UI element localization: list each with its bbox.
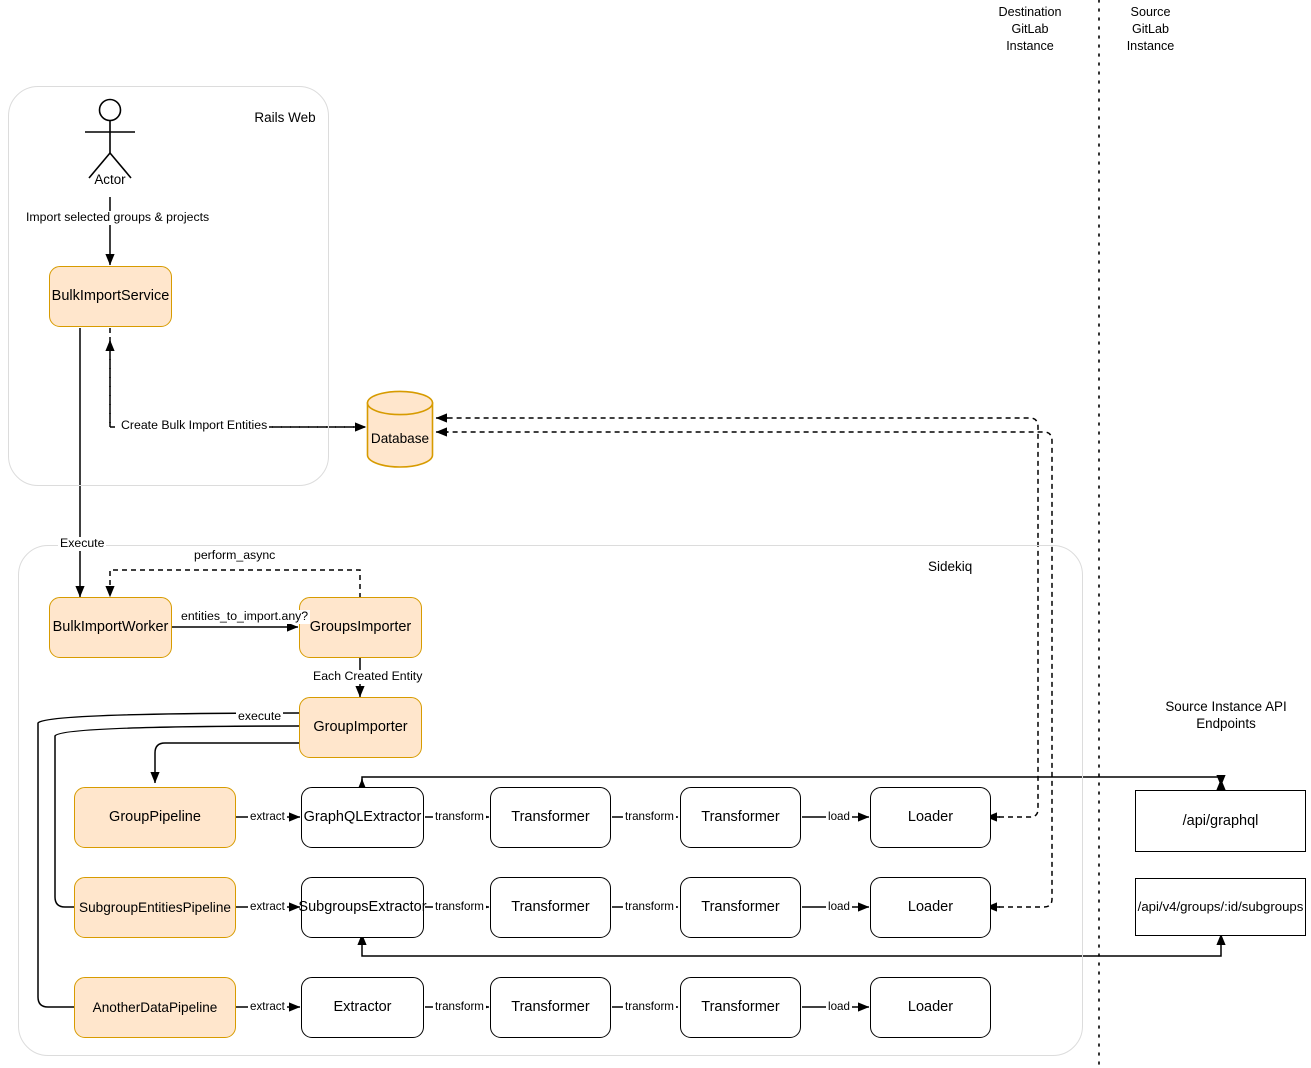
node-group-importer[interactable]: GroupImporter [299, 697, 422, 758]
node-row3-transformer-a[interactable]: Transformer [490, 977, 611, 1038]
edge-label-import-selected: Import selected groups & projects [24, 210, 212, 225]
edge-label-transform-3a: transform [433, 1000, 486, 1014]
edge-label-each-created-entity: Each Created Entity [311, 669, 425, 684]
node-row3-transformer-b[interactable]: Transformer [680, 977, 801, 1038]
database-label: Database [370, 431, 430, 446]
node-row2-loader[interactable]: Loader [870, 877, 991, 938]
edge-label-transform-2a: transform [433, 900, 486, 914]
edge-label-transform-3b: transform [623, 1000, 676, 1014]
node-subgroups-extractor[interactable]: SubgroupsExtractor [298, 877, 427, 938]
node-groups-importer[interactable]: GroupsImporter [299, 597, 422, 658]
edge-label-execute-pipeline: execute [236, 709, 284, 724]
actor-label: Actor [94, 172, 126, 187]
actor [60, 98, 160, 190]
edge-label-execute: Execute [58, 536, 107, 551]
edge-label-extract-2: extract [248, 900, 287, 914]
node-api-graphql[interactable]: /api/graphql [1135, 790, 1306, 852]
source-api-endpoints-label: Source Instance API Endpoints [1165, 699, 1287, 731]
edge-label-extract-1: extract [248, 810, 287, 824]
sidekiq-container [18, 545, 1083, 1056]
node-subgroup-entities-pipeline[interactable]: SubgroupEntitiesPipeline [74, 877, 236, 938]
edge-label-load-3: load [826, 1000, 852, 1014]
edge-label-entities-any: entities_to_import.any? [179, 609, 311, 624]
node-another-data-pipeline[interactable]: AnotherDataPipeline [74, 977, 236, 1038]
node-extractor[interactable]: Extractor [301, 977, 424, 1038]
edge-label-load-1: load [826, 810, 852, 824]
node-database[interactable]: Database [366, 390, 434, 468]
rails-web-label: Rails Web [254, 110, 316, 125]
node-row1-transformer-a[interactable]: Transformer [490, 787, 611, 848]
node-row3-loader[interactable]: Loader [870, 977, 991, 1038]
edge-label-load-2: load [826, 900, 852, 914]
edge-label-perform-async: perform_async [192, 548, 278, 563]
node-row2-transformer-a[interactable]: Transformer [490, 877, 611, 938]
edge-label-transform-1b: transform [623, 810, 676, 824]
node-graphql-extractor[interactable]: GraphQLExtractor [301, 787, 424, 848]
destination-instance-label: Destination GitLab Instance [998, 5, 1062, 53]
node-bulk-import-service[interactable]: BulkImportService [49, 266, 172, 327]
node-bulk-import-worker[interactable]: BulkImportWorker [49, 597, 172, 658]
database-cylinder-icon [366, 390, 434, 468]
node-api-subgroups[interactable]: /api/v4/groups/:id/subgroups [1135, 878, 1306, 936]
sidekiq-label: Sidekiq [928, 559, 973, 574]
edge-label-transform-1a: transform [433, 810, 486, 824]
node-row1-loader[interactable]: Loader [870, 787, 991, 848]
stick-figure-icon [85, 98, 135, 179]
edge-label-transform-2b: transform [623, 900, 676, 914]
rails-web-container [8, 86, 329, 486]
node-row1-transformer-b[interactable]: Transformer [680, 787, 801, 848]
source-instance-label: Source GitLab Instance [1126, 5, 1175, 53]
node-row2-transformer-b[interactable]: Transformer [680, 877, 801, 938]
node-group-pipeline[interactable]: GroupPipeline [74, 787, 236, 848]
edge-label-extract-3: extract [248, 1000, 287, 1014]
edge-label-create-entities: Create Bulk Import Entities [119, 418, 270, 433]
